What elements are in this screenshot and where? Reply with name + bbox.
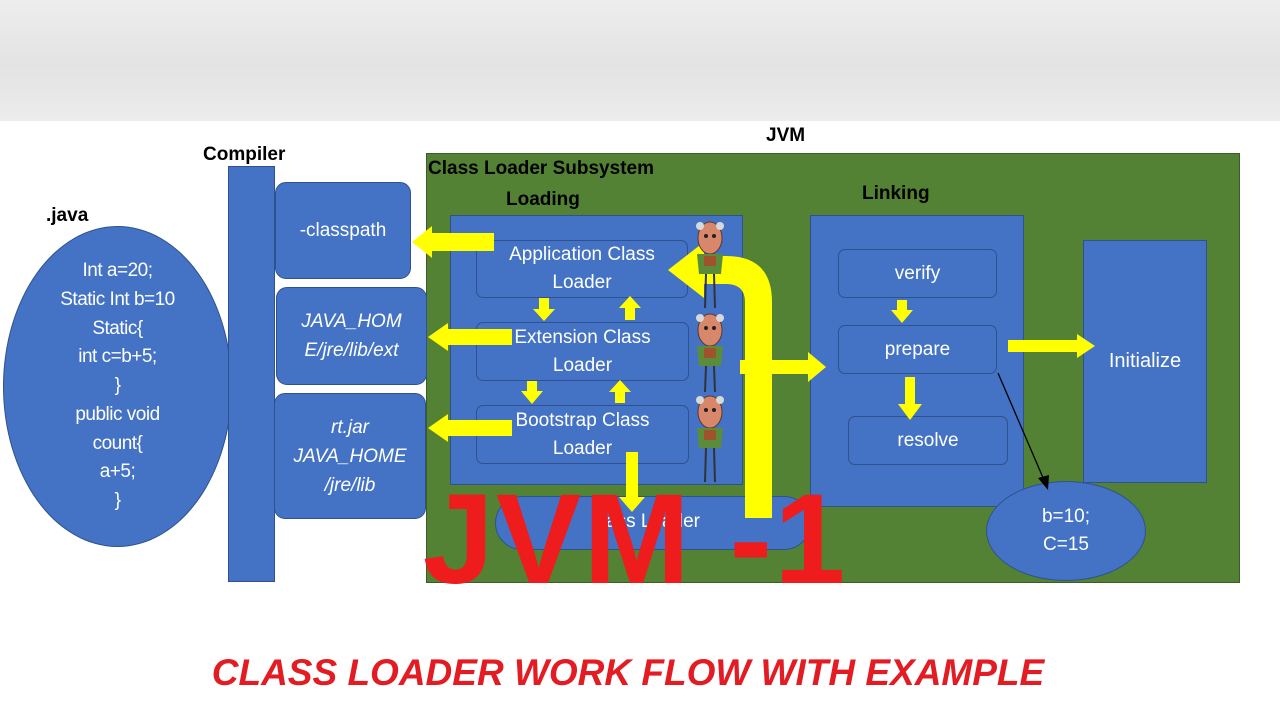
rt-path-box: rt.jar JAVA_HOME /jre/lib (274, 393, 426, 519)
java-label: .java (46, 205, 89, 226)
classpath-text: -classpath (299, 220, 387, 241)
compiler-label: Compiler (203, 144, 286, 165)
class-loader-subsystem-label: Class Loader Subsystem (428, 158, 654, 179)
values-bubble: b=10; C=15 (986, 481, 1146, 581)
top-gray-band (0, 0, 1280, 121)
prepare-box: prepare (838, 325, 997, 374)
verify-text: verify (894, 262, 941, 284)
bootstrap-class-loader-text: Bootstrap Class Loader (515, 409, 650, 459)
extension-class-loader: Extension Class Loader (476, 322, 689, 381)
ext-path-text: JAVA_HOM E/jre/lib/ext (301, 311, 402, 361)
rt-path-text: rt.jar JAVA_HOME /jre/lib (293, 416, 407, 496)
java-source-ellipse: Int a=20; Static Int b=10 Static{ int c=… (3, 226, 232, 547)
jvm-1-title: JVM -1 (422, 468, 848, 611)
initialize-text: Initialize (1108, 350, 1182, 372)
jvm-label: JVM (766, 125, 806, 146)
prepare-text: prepare (884, 338, 951, 360)
caption: CLASS LOADER WORK FLOW WITH EXAMPLE (211, 652, 1045, 693)
java-source-code: Int a=20; Static Int b=10 Static{ int c=… (60, 260, 175, 511)
application-class-loader: Application Class Loader (476, 240, 688, 298)
extension-class-loader-text: Extension Class Loader (514, 326, 651, 376)
bootstrap-class-loader: Bootstrap Class Loader (476, 405, 689, 464)
compiler-bar (228, 166, 275, 582)
resolve-box: resolve (848, 416, 1008, 465)
resolve-text: resolve (897, 429, 959, 451)
ext-path-box: JAVA_HOM E/jre/lib/ext (276, 287, 427, 385)
initialize-box: Initialize (1083, 240, 1207, 483)
classpath-box: -classpath (275, 182, 411, 279)
linking-label: Linking (862, 183, 930, 204)
application-class-loader-text: Application Class Loader (509, 244, 655, 293)
values-text: b=10; C=15 (1041, 506, 1091, 555)
verify-box: verify (838, 249, 997, 298)
loading-label: Loading (506, 189, 580, 210)
